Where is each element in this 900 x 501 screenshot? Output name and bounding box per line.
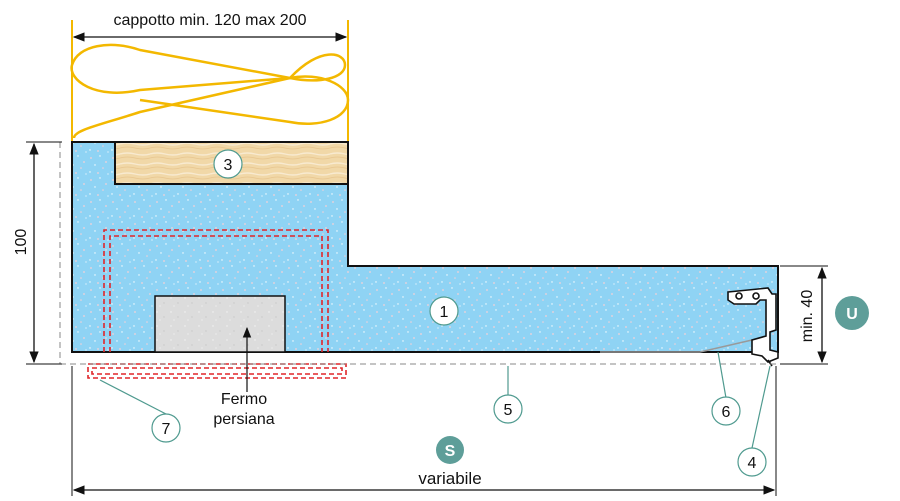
insulation-cappotto — [70, 20, 350, 142]
aluminium-profile — [727, 287, 779, 367]
callout-6-label: 6 — [722, 404, 731, 421]
shutter-stop-block — [154, 295, 286, 353]
callout-6: 6 — [711, 396, 741, 426]
variabile-label: variabile — [418, 469, 481, 488]
badge-s-label: S — [445, 443, 456, 460]
bottom-profile-slope — [600, 339, 753, 353]
badge-u-label: U — [846, 306, 858, 323]
badge-u: U — [835, 296, 869, 330]
dimension-cappotto: cappotto min. 120 max 200 — [72, 12, 348, 42]
badge-s: S — [436, 436, 464, 464]
dimension-min-40: min. 40 — [780, 265, 828, 365]
callout-1: 1 — [429, 296, 459, 326]
fermo-label-line2: persiana — [213, 411, 274, 428]
callout-3-label: 3 — [224, 157, 233, 174]
dimension-variabile: variabile — [71, 366, 777, 496]
fermo-persiana-annotation: Fermo persiana — [213, 326, 275, 428]
height-100-label: 100 — [13, 229, 30, 256]
callout-3: 3 — [213, 149, 243, 179]
dimension-height-100: 100 — [13, 141, 62, 365]
min-40-label: min. 40 — [799, 290, 816, 343]
callout-1-label: 1 — [440, 304, 449, 321]
callout-4: 4 — [737, 447, 767, 477]
callout-5: 5 — [493, 394, 523, 424]
callout-5-label: 5 — [504, 402, 513, 419]
callout-leaders — [99, 351, 771, 449]
cappotto-label: cappotto min. 120 max 200 — [113, 12, 306, 29]
callout-7-label: 7 — [162, 421, 171, 438]
shutter-stop-outline-dashed — [87, 229, 347, 379]
callout-7: 7 — [151, 413, 181, 443]
callout-4-label: 4 — [748, 455, 757, 472]
fermo-label-line1: Fermo — [221, 391, 267, 408]
